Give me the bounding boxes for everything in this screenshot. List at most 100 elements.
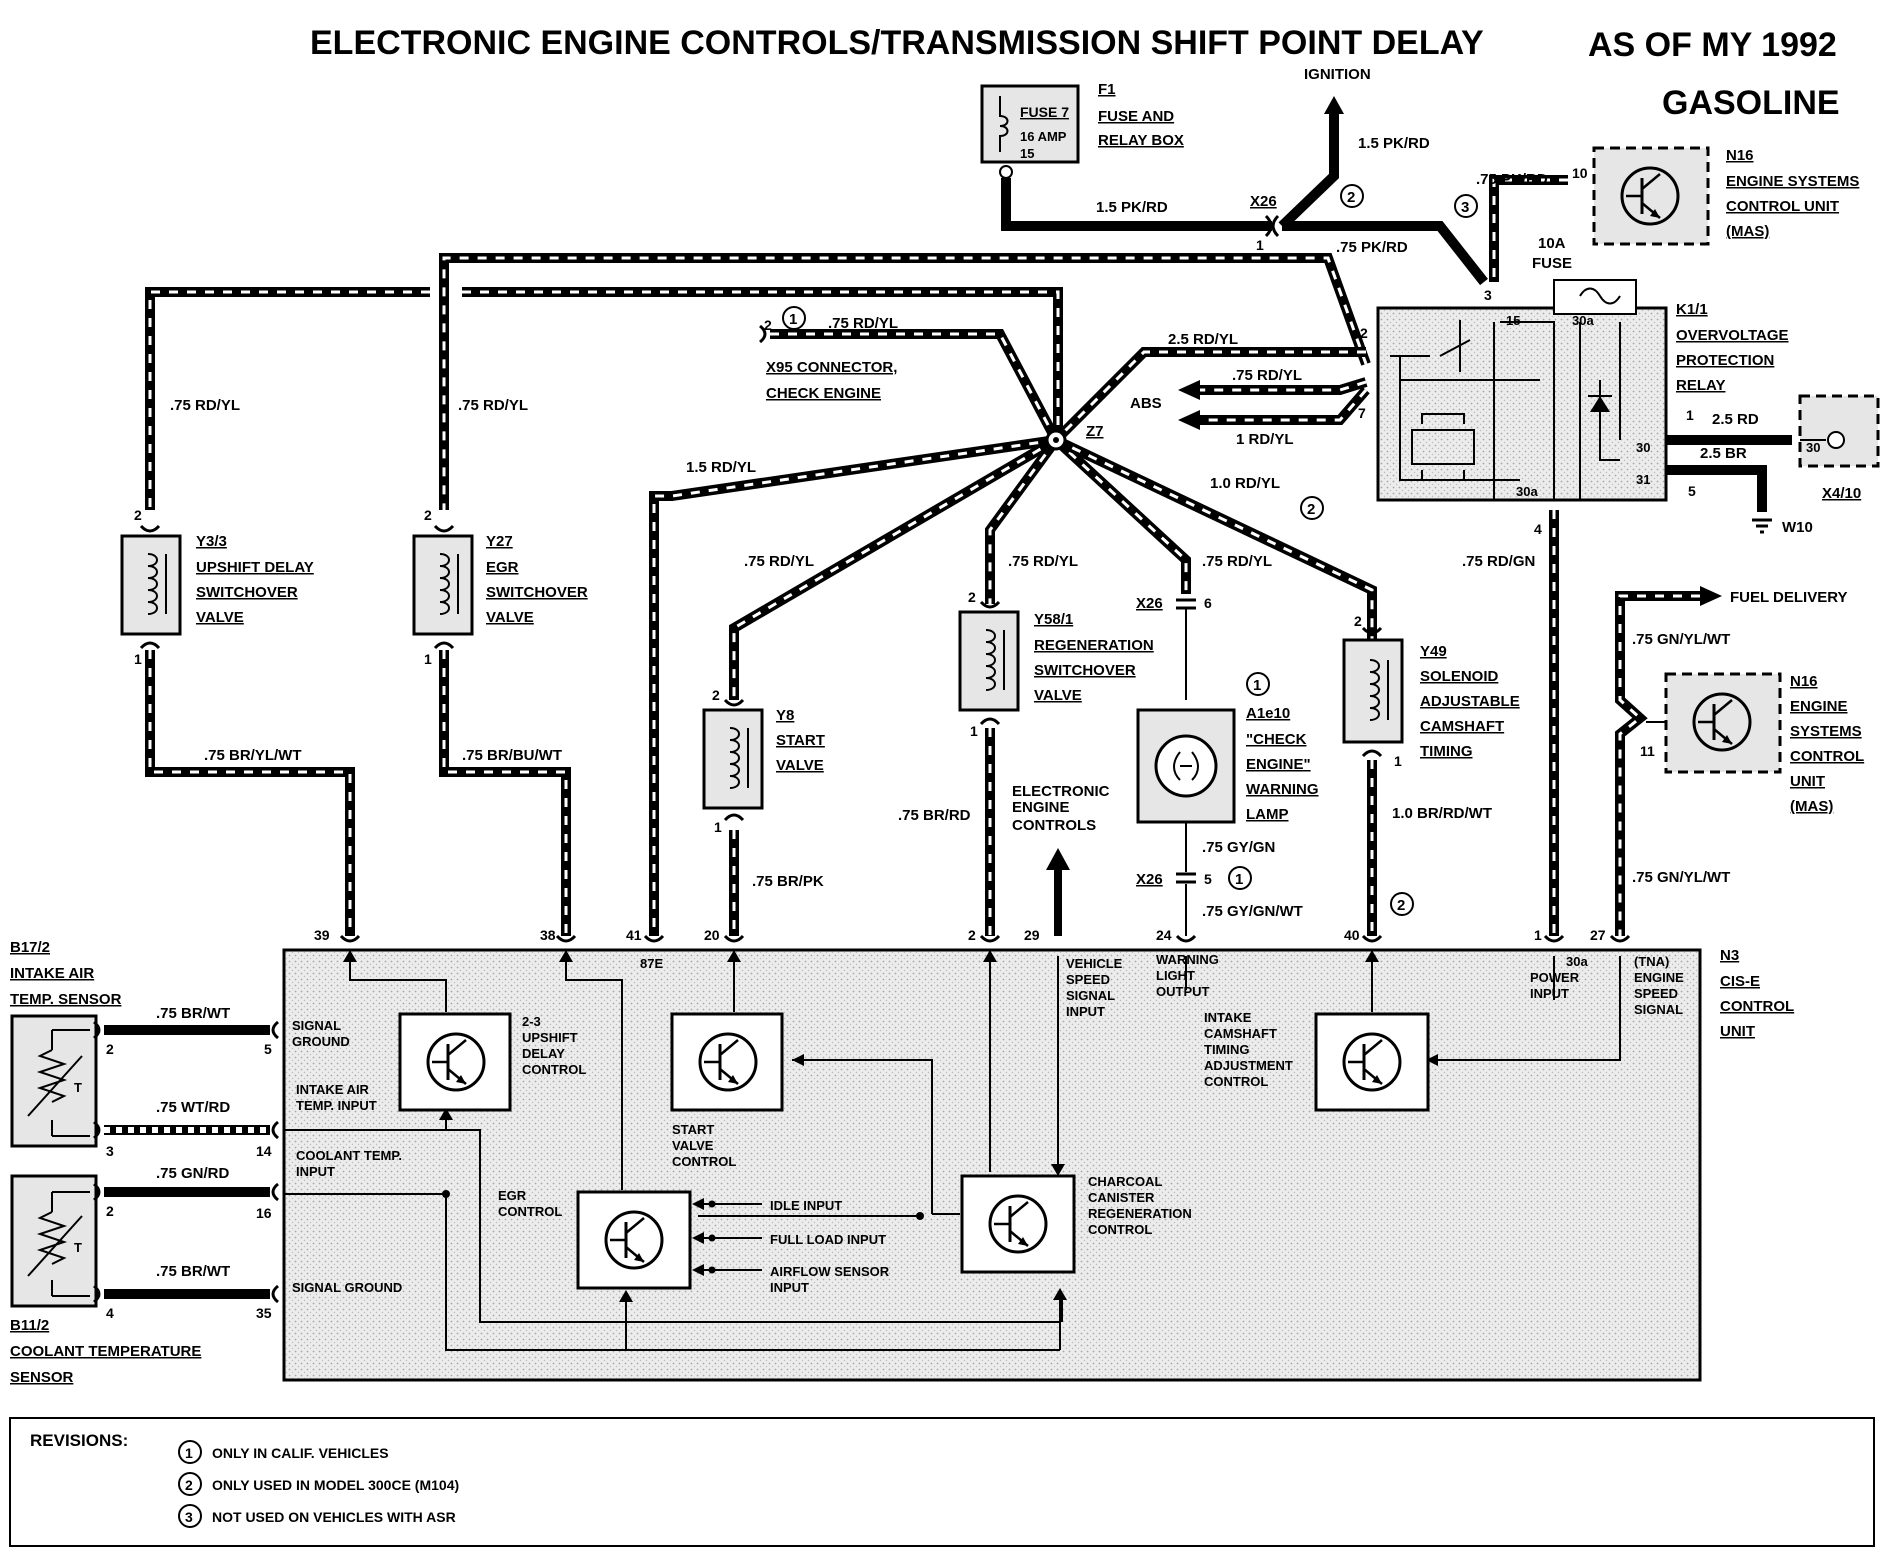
- b17-wire-b-label: .75 WT/RD: [156, 1099, 230, 1116]
- a1e10-x26a-id: X26: [1136, 595, 1163, 612]
- n3-iat-input-2: TEMP. INPUT: [296, 1098, 377, 1113]
- b17-pin-b: 3: [106, 1143, 114, 1159]
- x26-top-id: X26: [1250, 193, 1277, 210]
- x95-wire-label: .75 RD/YL: [828, 315, 898, 332]
- revision-num: 3: [185, 1509, 193, 1525]
- start-valve-control-block: START VALVE CONTROL: [670, 1012, 784, 1169]
- y33-pin-bot: 1: [134, 651, 142, 667]
- b11-pin-b: 4: [106, 1305, 114, 1321]
- charcoal-label-1: CHARCOAL: [1088, 1174, 1162, 1189]
- n3-power-2: POWER: [1530, 970, 1580, 985]
- n3-name-3: UNIT: [1720, 1023, 1755, 1040]
- model-year: AS OF MY 1992: [1588, 26, 1837, 64]
- n3-idle-input: IDLE INPUT: [770, 1198, 842, 1213]
- ground-w10: W10: [1752, 518, 1813, 536]
- n3-tna-2: ENGINE: [1634, 970, 1684, 985]
- n3-vss-3: SIGNAL: [1066, 988, 1115, 1003]
- n3-airflow-1: AIRFLOW SENSOR: [770, 1264, 890, 1279]
- revision-num: 1: [185, 1445, 193, 1461]
- n16-top-wire-label: .75 PK/RD: [1476, 171, 1548, 188]
- n3-pin-14: 14: [256, 1143, 272, 1159]
- ignition-arrow: [1324, 96, 1344, 114]
- n3-pin-87e: 87E: [640, 956, 663, 971]
- relay-pin-5: 5: [1688, 483, 1696, 499]
- y58-pin-top: 2: [968, 589, 976, 605]
- revision-text: ONLY USED IN MODEL 300CE (M104): [212, 1477, 459, 1493]
- a1e10-wire-mid-label: .75 GY/GN: [1202, 839, 1275, 856]
- n3-vss-1: VEHICLE: [1066, 956, 1123, 971]
- b17-name-1: INTAKE AIR: [10, 965, 94, 982]
- n3-ct-input-1: COOLANT TEMP.: [296, 1148, 402, 1163]
- b11-name-2: SENSOR: [10, 1369, 74, 1386]
- n3-power-3: INPUT: [1530, 986, 1569, 1001]
- n3-power-1: 30a: [1566, 954, 1588, 969]
- upshift-label-2: UPSHIFT: [522, 1030, 578, 1045]
- eec-label-2: ENGINE: [1012, 799, 1070, 816]
- n16-right-name-3: CONTROL: [1790, 748, 1864, 765]
- abs-wire-2-label: 1 RD/YL: [1236, 431, 1294, 448]
- upshift-delay-control-block: 2-3 UPSHIFT DELAY CONTROL: [398, 1012, 586, 1112]
- eec-arrow: [1046, 848, 1070, 936]
- n3-signal-ground-2: GROUND: [292, 1034, 350, 1049]
- y49-name-1: SOLENOID: [1420, 668, 1499, 685]
- splice-id: Z7: [1086, 423, 1104, 440]
- n16-top-control-unit: 10 N16 ENGINE SYSTEMS CONTROL UNIT (MAS): [1572, 146, 1859, 246]
- n3-pin-24: 24: [1156, 927, 1172, 943]
- revision-item: 1 ONLY IN CALIF. VEHICLES: [178, 1440, 389, 1464]
- n3-pin-29: 29: [1024, 927, 1040, 943]
- n3-full-load-input: FULL LOAD INPUT: [770, 1232, 886, 1247]
- y8-id: Y8: [776, 707, 794, 724]
- charcoal-label-3: REGENERATION: [1088, 1206, 1192, 1221]
- y27-name-1: EGR: [486, 559, 519, 576]
- wire-41-label: 1.5 RD/YL: [686, 459, 756, 476]
- fuse-label-1: FUSE 7: [1020, 104, 1069, 120]
- abs-wire-1-label: .75 RD/YL: [1232, 367, 1302, 384]
- b17-name-2: TEMP. SENSOR: [10, 991, 122, 1008]
- fuse-label-3: 15: [1020, 146, 1034, 161]
- relay-wire-1-label: 2.5 RD: [1712, 411, 1759, 428]
- relay-pin-30: 30: [1636, 440, 1650, 455]
- abs-arrow-1: [1178, 380, 1200, 400]
- camshaft-timing-control-block: INTAKE CAMSHAFT TIMING ADJUSTMENT CONTRO…: [1204, 1010, 1430, 1112]
- fuel-delivery-label: FUEL DELIVERY: [1730, 589, 1848, 606]
- y33-name-2: SWITCHOVER: [196, 584, 298, 601]
- relay-pin-30a-top: 30a: [1572, 313, 1594, 328]
- y27-name-2: SWITCHOVER: [486, 584, 588, 601]
- n3-pin-2: 2: [968, 927, 976, 943]
- n16-right-name-5: (MAS): [1790, 798, 1833, 815]
- n16-right-name-4: UNIT: [1790, 773, 1825, 790]
- n16-top-name-1: ENGINE SYSTEMS: [1726, 173, 1859, 190]
- page-title: ELECTRONIC ENGINE CONTROLS/TRANSMISSION …: [310, 24, 1484, 62]
- revision-text: NOT USED ON VEHICLES WITH ASR: [212, 1509, 456, 1525]
- y49-wire-bot-label: 1.0 BR/RD/WT: [1392, 805, 1492, 822]
- callout-text: 2: [1397, 897, 1405, 914]
- x4-10-id: X4/10: [1822, 485, 1861, 502]
- fuse-label-2: 16 AMP: [1020, 129, 1067, 144]
- x95-pin: 2: [764, 317, 772, 333]
- y33-pin-top: 2: [134, 507, 142, 523]
- callout-2-ignition: 2: [1340, 184, 1364, 208]
- y33-wire-top-label: .75 RD/YL: [170, 397, 240, 414]
- n3-cis-e-control-unit: 39 38 41 20 2 29 24 40 1 27 87E N3 CIS-E…: [282, 927, 1794, 1382]
- n16-right-name-2: SYSTEMS: [1790, 723, 1862, 740]
- b17-id: B17/2: [10, 939, 50, 956]
- eec-label-3: CONTROLS: [1012, 817, 1096, 834]
- a1e10-name-1: "CHECK: [1246, 731, 1307, 748]
- start-label-2: VALVE: [672, 1138, 714, 1153]
- y33-name-1: UPSHIFT DELAY: [196, 559, 314, 576]
- a1e10-id: A1e10: [1246, 705, 1290, 722]
- eec-label-1: ELECTRONIC: [1012, 783, 1110, 800]
- b11-name-1: COOLANT TEMPERATURE: [10, 1343, 201, 1360]
- n16-right-id: N16: [1790, 673, 1818, 690]
- n3-warn-1: WARNING: [1156, 952, 1219, 967]
- n3-pin-5: 5: [264, 1041, 272, 1057]
- n3-pin-27: 27: [1590, 927, 1606, 943]
- a1e10-check-engine-lamp: X26 6 1 A1e10 "CHECK ENGINE" WARNING LAM…: [1136, 595, 1319, 920]
- n3-vss-4: INPUT: [1066, 1004, 1105, 1019]
- n3-iat-input-1: INTAKE AIR: [296, 1082, 370, 1097]
- a1e10-x26b-id: X26: [1136, 871, 1163, 888]
- y27-id: Y27: [486, 533, 513, 550]
- cam-label-4: ADJUSTMENT: [1204, 1058, 1293, 1073]
